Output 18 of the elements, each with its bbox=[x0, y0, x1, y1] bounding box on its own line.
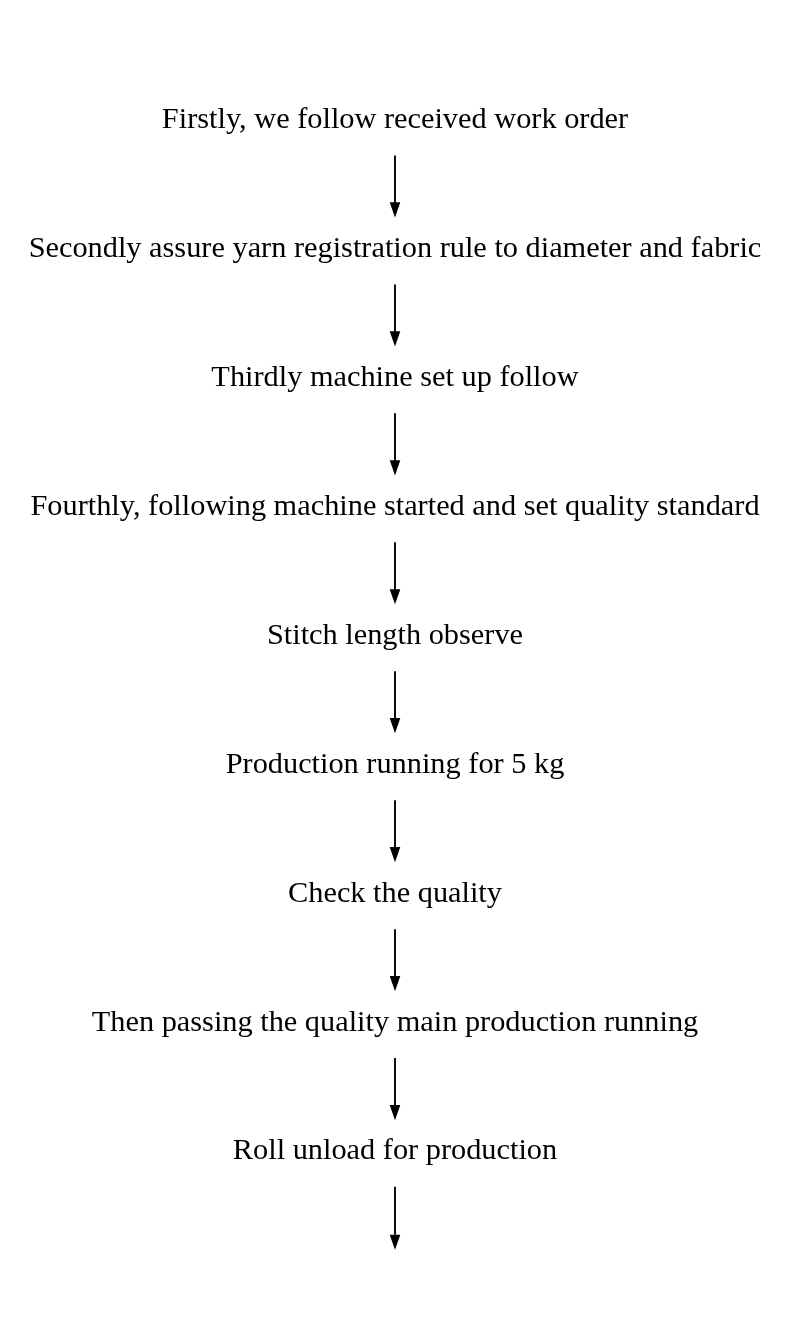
node-text: Then passing the quality main production running bbox=[91, 1003, 699, 1038]
arrow bbox=[389, 670, 401, 734]
node-text: Roll unload for production bbox=[232, 1132, 558, 1167]
arrow bbox=[389, 541, 401, 605]
node-text: Check the quality bbox=[288, 874, 502, 909]
node-text: Thirdly machine set up follow bbox=[211, 358, 579, 393]
node-text: Fourthly, following machine started and set quality standard bbox=[30, 487, 760, 522]
node-text: Firstly, we follow received work order bbox=[161, 100, 629, 135]
node-text: Production running for 5 kg bbox=[225, 745, 565, 780]
arrow bbox=[389, 1057, 401, 1121]
arrow bbox=[389, 154, 401, 218]
node-text: Secondly assure yarn registration rule to diameter and fabric bbox=[28, 229, 762, 264]
node-text: Stitch length observe bbox=[266, 616, 524, 651]
arrow bbox=[389, 283, 401, 347]
arrow bbox=[389, 1185, 401, 1250]
arrow bbox=[389, 799, 401, 863]
arrow bbox=[389, 928, 401, 992]
arrow bbox=[389, 412, 401, 476]
